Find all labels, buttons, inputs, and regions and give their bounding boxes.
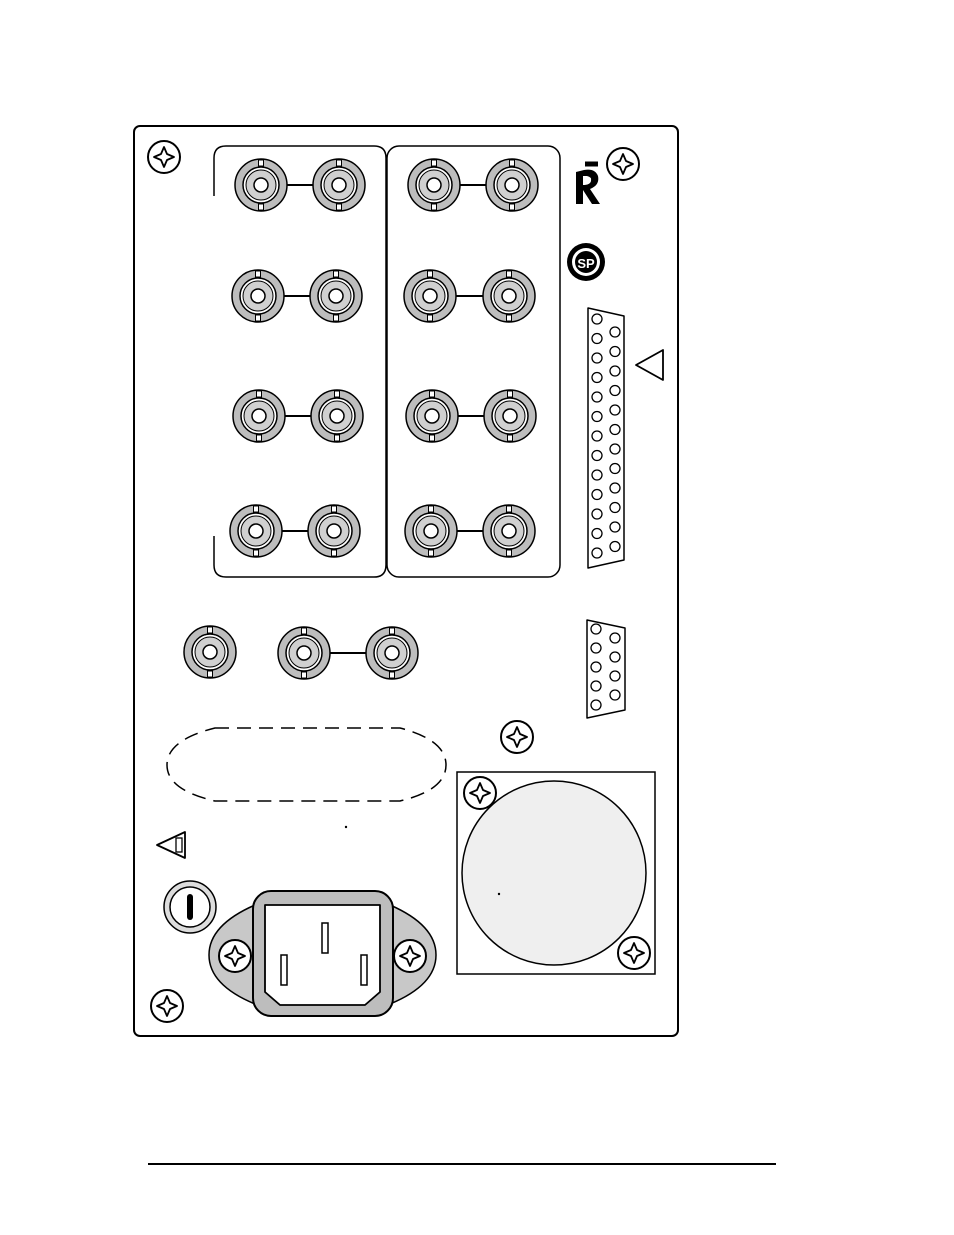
connector-pin	[610, 690, 620, 700]
bnc-connector[interactable]	[310, 270, 362, 322]
connector-pin	[610, 522, 620, 532]
connector-pin	[592, 451, 602, 461]
bnc-connector[interactable]	[230, 505, 282, 557]
phillips-screw-icon	[148, 141, 180, 173]
bnc-connector[interactable]	[483, 505, 535, 557]
bnc-connector[interactable]	[406, 390, 458, 442]
phillips-screw-icon	[618, 937, 650, 969]
phillips-screw-icon	[219, 940, 251, 972]
bnc-connector[interactable]	[408, 159, 460, 211]
bnc-connector[interactable]	[405, 505, 457, 557]
connector-pin	[610, 652, 620, 662]
bnc-connector-single[interactable]	[184, 626, 236, 678]
connector-pin	[592, 490, 602, 500]
fan-grille	[457, 772, 655, 974]
connector-pin	[591, 624, 601, 634]
power-switch-icon[interactable]	[164, 881, 216, 933]
connector-pin	[610, 503, 620, 513]
bnc-connector[interactable]	[366, 627, 418, 679]
bnc-connector[interactable]	[484, 390, 536, 442]
bnc-connector[interactable]	[313, 159, 365, 211]
connector-pin	[610, 347, 620, 357]
connector-pin	[591, 700, 601, 710]
connector-pin	[592, 529, 602, 539]
connector-pin	[610, 327, 620, 337]
marker-dot	[345, 826, 347, 828]
connector-pin	[591, 681, 601, 691]
bnc-connector[interactable]	[233, 390, 285, 442]
connector-pin	[592, 548, 602, 558]
connector-pin	[592, 509, 602, 519]
connector-pin	[610, 542, 620, 552]
connector-pin	[592, 470, 602, 480]
connector-pin	[610, 671, 620, 681]
connector-pin	[592, 334, 602, 344]
connector-pin	[610, 405, 620, 415]
connector-pin	[592, 353, 602, 363]
db25-connector[interactable]	[588, 308, 624, 568]
bnc-connector[interactable]	[308, 505, 360, 557]
bnc-connector[interactable]	[483, 270, 535, 322]
bnc-connector[interactable]	[232, 270, 284, 322]
csa-certification-mark-icon: SP	[567, 243, 605, 281]
connector-pin	[610, 366, 620, 376]
connector-pin	[610, 483, 620, 493]
connector-pin	[610, 633, 620, 643]
connector-pin	[591, 662, 601, 672]
connector-pin	[610, 464, 620, 474]
bnc-connector[interactable]	[404, 270, 456, 322]
connector-pin	[610, 386, 620, 396]
connector-pin	[610, 425, 620, 435]
phillips-screw-icon	[394, 940, 426, 972]
bnc-connector[interactable]	[486, 159, 538, 211]
phillips-screw-icon	[464, 777, 496, 809]
connector-pin	[592, 373, 602, 383]
svg-text:SP: SP	[577, 256, 595, 271]
connector-pin	[592, 314, 602, 324]
connector-pin	[591, 643, 601, 653]
phillips-screw-icon	[501, 721, 533, 753]
bnc-connector[interactable]	[311, 390, 363, 442]
connector-pin	[592, 412, 602, 422]
connector-pin	[592, 392, 602, 402]
db9-connector[interactable]	[587, 620, 625, 718]
phillips-screw-icon	[151, 990, 183, 1022]
connector-pin	[592, 431, 602, 441]
bnc-connector[interactable]	[278, 627, 330, 679]
connector-pin	[610, 444, 620, 454]
bnc-connector[interactable]	[235, 159, 287, 211]
phillips-screw-icon	[607, 148, 639, 180]
